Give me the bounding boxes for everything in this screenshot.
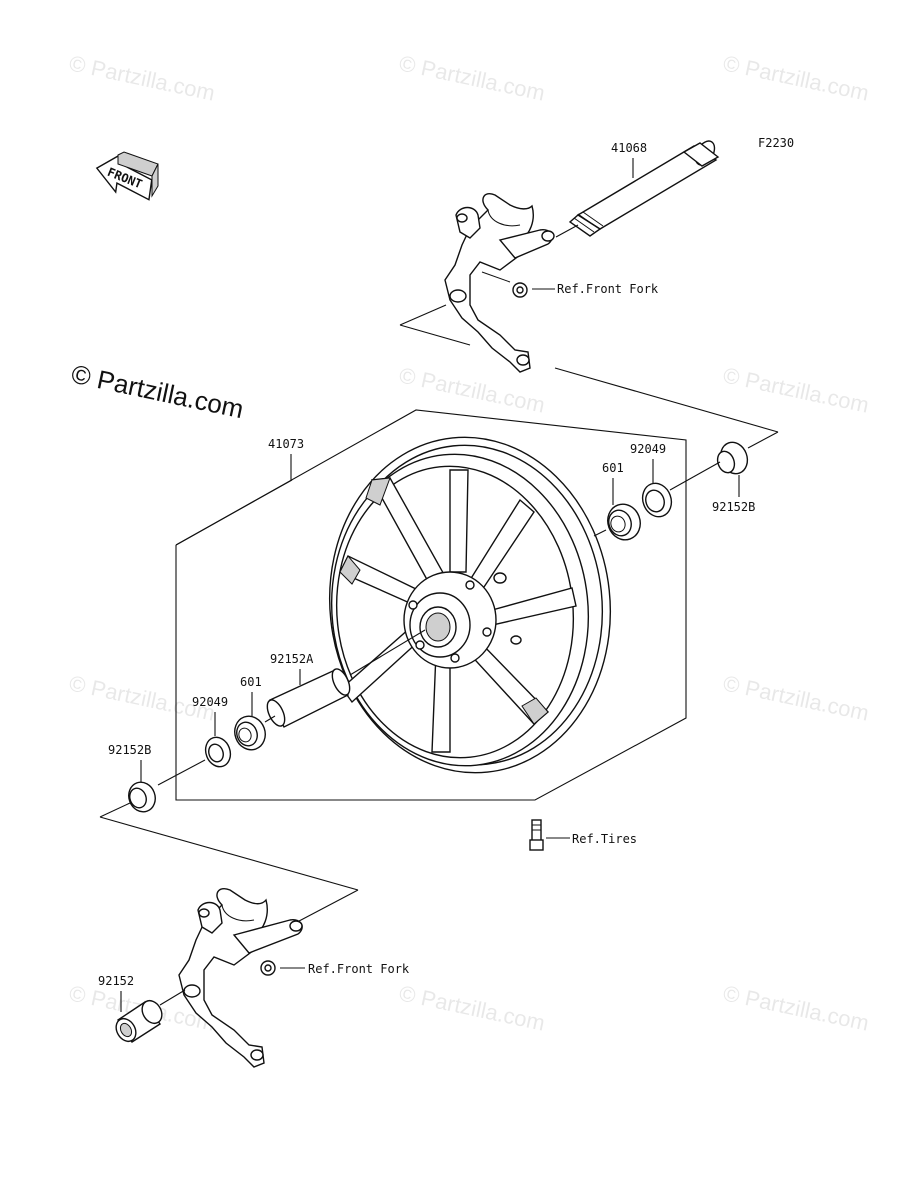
ref-front-fork-bottom-label: Ref.Front Fork [308, 962, 410, 976]
watermark: © Partzilla.com [721, 50, 871, 105]
watermark-main: © Partzilla.com [69, 359, 247, 425]
watermark: © Partzilla.com [721, 670, 871, 725]
seal-lower [204, 736, 232, 768]
watermark: © Partzilla.com [397, 980, 547, 1035]
part-number-92152b-left: 92152B [108, 743, 151, 757]
front-fork-upper [444, 193, 555, 373]
bearing-lower [234, 715, 266, 751]
watermark: © Partzilla.com [721, 362, 871, 417]
part-number-92049-lower: 92049 [192, 695, 228, 709]
watermark: © Partzilla.com [397, 50, 547, 105]
wheel-spokes [339, 469, 577, 753]
part-number-92049-upper: 92049 [630, 442, 666, 456]
part-number-601-upper: 601 [602, 461, 624, 475]
front-fork-lower [178, 888, 303, 1068]
collar-bottom [115, 999, 163, 1043]
part-number-41068: 41068 [611, 141, 647, 155]
watermark: © Partzilla.com [67, 50, 217, 105]
part-number-41073: 41073 [268, 437, 304, 451]
part-number-92152b-right: 92152B [712, 500, 755, 514]
seal-upper [641, 482, 673, 518]
figure-code: F2230 [758, 136, 794, 150]
collar-left [128, 781, 156, 813]
front-arrow-icon: FRONT [95, 151, 159, 201]
ref-tires-label: Ref.Tires [572, 832, 637, 846]
spacer [266, 668, 351, 728]
ref-front-fork-top-label: Ref.Front Fork [557, 282, 659, 296]
wheel-rim [328, 436, 612, 774]
part-number-601-lower: 601 [240, 675, 262, 689]
watermark: © Partzilla.com [721, 980, 871, 1035]
bearing-upper [607, 503, 641, 541]
part-number-92152: 92152 [98, 974, 134, 988]
axle-part [568, 140, 720, 237]
tire-valve [529, 819, 544, 851]
collar-right [716, 441, 749, 475]
part-number-92152a: 92152A [270, 652, 314, 666]
